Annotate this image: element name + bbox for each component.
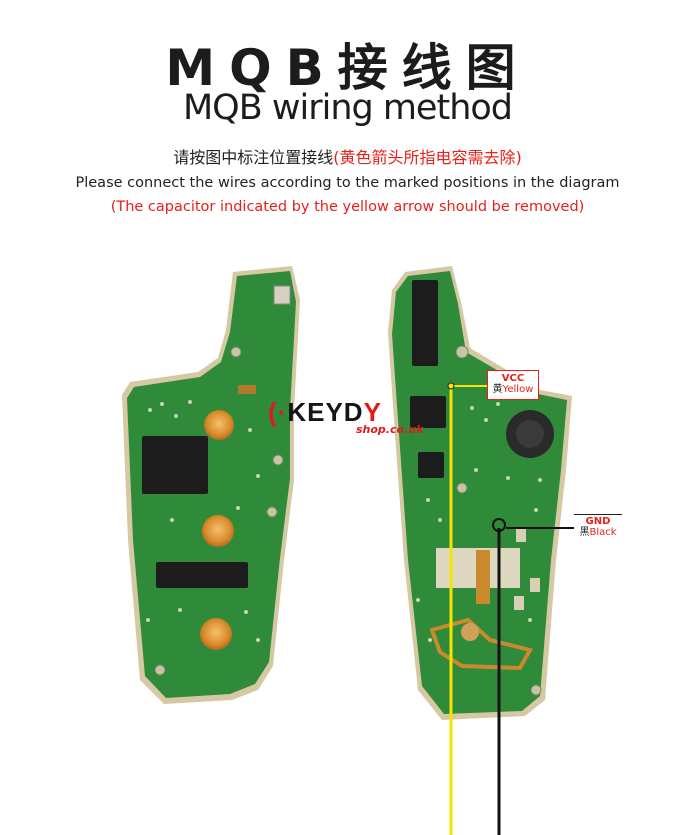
vcc-label: VCC 黄Yellow	[492, 373, 534, 395]
instruction-cn-main: 请按图中标注位置接线	[173, 148, 334, 167]
keydiy-logo: (·KEYDY	[268, 397, 382, 427]
page-title-en: MQB wiring method	[182, 88, 513, 128]
gnd-point	[492, 518, 506, 532]
logo-c-mark-icon: (·	[268, 397, 288, 427]
battery-clip	[476, 550, 490, 604]
vcc-point	[447, 382, 455, 390]
instruction-cn: 请按图中标注位置接线(黄色箭头所指电容需去除)	[0, 144, 695, 168]
back-ic-small	[410, 396, 446, 428]
instruction-en: Please connect the wires according to th…	[75, 175, 620, 191]
button-pad-1	[204, 410, 234, 440]
page-title-cn: MQB接线图	[165, 39, 530, 97]
back-ic-tall	[412, 280, 438, 366]
gnd-color-label: 黑Black	[579, 527, 617, 538]
vcc-label-box: VCC 黄Yellow	[487, 370, 539, 400]
front-connector	[156, 562, 248, 588]
pcb-back	[388, 266, 572, 720]
front-chip	[142, 436, 208, 494]
pcb-front	[122, 266, 300, 704]
button-pad-3	[200, 618, 232, 650]
logo-subtext: shop.co.uk	[356, 423, 424, 436]
instruction-cn-note: (黄色箭头所指电容需去除)	[333, 148, 522, 167]
gnd-label: GND 黑Black	[574, 514, 622, 538]
button-pad-2	[202, 515, 234, 547]
vcc-color-label: 黄Yellow	[492, 384, 534, 395]
instruction-en-note: (The capacitor indicated by the yellow a…	[110, 199, 585, 215]
